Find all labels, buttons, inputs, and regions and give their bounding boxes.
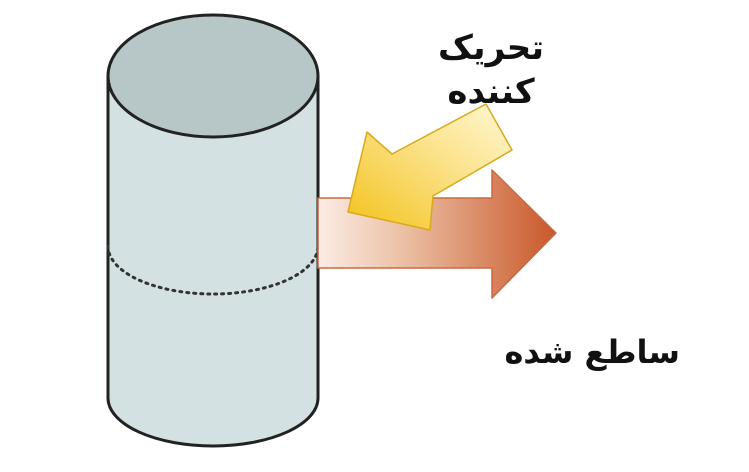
- cylinder-bottom-edge: [106, 397, 320, 448]
- cylinder-top: [106, 13, 320, 139]
- cylinder-body: [108, 76, 318, 446]
- incoming-arrow: [347, 103, 513, 231]
- stimulating-label: تحریک کننده: [420, 26, 562, 114]
- stimulating-label-line1: تحریک: [437, 28, 544, 68]
- cylinder: [106, 13, 320, 448]
- stimulating-label-line2: کننده: [447, 72, 535, 112]
- emitted-label: ساطع شده: [504, 333, 680, 371]
- cylinder-middle-dotted-line: [106, 244, 320, 296]
